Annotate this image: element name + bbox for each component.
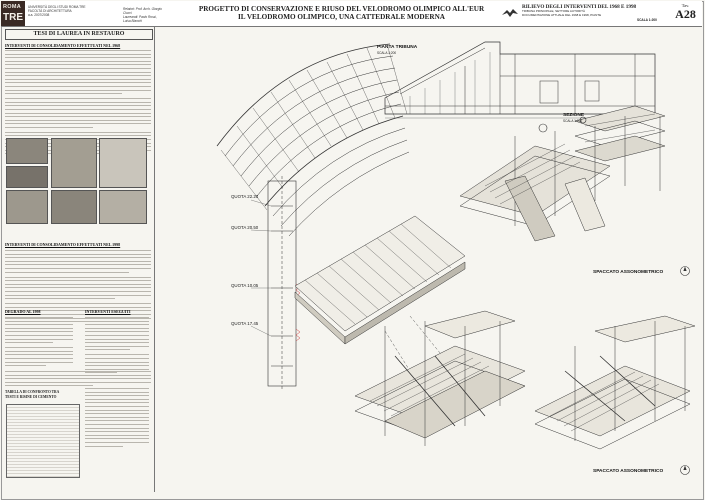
table-title-line: TABELLA DI CONFRONTO TRA	[5, 390, 60, 394]
label-spaccato-upper: SPACCATO ASSONOMETRICO	[593, 269, 663, 275]
north-arrow-icon	[579, 116, 587, 124]
advisor-line: Relatori: Prof. Arch. Giorgio Ciucci	[123, 7, 162, 15]
thesis-title: TESI DI LAUREA IN RESTAURO	[5, 29, 153, 40]
long-section-drawing	[384, 41, 656, 119]
text-block-interventi	[85, 317, 149, 376]
section-title-degrado: DEGRADO AL 1998	[5, 309, 41, 314]
axonometric-lower-left-drawing	[354, 310, 526, 446]
university-line: FACOLTÀ DI ARCHITETTURA	[28, 9, 72, 13]
photo-structure	[6, 190, 48, 224]
label-spaccato-lower: SPACCATO ASSONOMETRICO	[593, 468, 663, 474]
photo-interior	[51, 190, 97, 224]
university-logo: ROMA TRE	[1, 1, 26, 26]
text-block-1998	[5, 250, 151, 325]
section-title-interventi: INTERVENTI ESEGUITI	[85, 309, 131, 314]
table-title-line: TESTI E RISINE DI CEMENTO	[5, 394, 57, 399]
north-arrow-icon	[538, 123, 548, 133]
university-line: a.a. 2007/2008	[28, 13, 50, 17]
sheet-number-label: Tav.	[681, 3, 690, 8]
label-quota-17: QUOTA 17.45	[231, 321, 259, 326]
axonometric-upper-drawing	[459, 105, 666, 242]
label-quota-20: QUOTA 20.50	[231, 225, 259, 230]
text-block-legend	[85, 388, 149, 449]
photo-stairs	[6, 138, 48, 164]
drawing-area: PIANTA TRIBUNA SCALA 1:200 SEZIONE SCALA…	[155, 26, 701, 492]
university-line: UNIVERSITÀ DEGLI STUDI ROMA TRE	[28, 5, 86, 9]
project-title-cell: PROGETTO DI CONSERVAZIONE E RIUSO DEL VE…	[164, 1, 520, 26]
photo-column	[99, 138, 147, 188]
sheet-subject: RILIEVO DEGLI INTERVENTI DEL 1968 E 1998	[522, 4, 637, 10]
photo-beams	[51, 138, 97, 188]
axonometric-lower-right-drawing	[534, 315, 696, 450]
sheet-number-cell: Tav. A28	[669, 1, 702, 26]
vertical-section-drawing	[250, 176, 301, 391]
tribune-plan-drawing	[216, 43, 410, 237]
label-quota-22: QUOTA 22.20	[231, 194, 259, 199]
label-sezione-scale: SCALA 1:200	[563, 119, 582, 123]
title-block: ROMA TRE UNIVERSITÀ DEGLI STUDI ROMA TRE…	[1, 1, 702, 27]
label-pianta-tribuna: PIANTA TRIBUNA	[377, 44, 418, 50]
advisor-info: Relatori: Prof. Arch. Giorgio Ciucci Lau…	[121, 1, 165, 26]
sheet-subject-line: TRIBUNA PRINCIPALE, SETTORE AUTORITÀ	[522, 9, 586, 13]
drawings-svg: PIANTA TRIBUNA SCALA 1:200 SEZIONE SCALA…	[216, 41, 696, 475]
project-title: PROGETTO DI CONSERVAZIONE E RIUSO DEL VE…	[198, 5, 485, 13]
eagle-icon	[502, 9, 518, 17]
table-title: TABELLA DI CONFRONTO TRA TESTI E RISINE …	[5, 390, 59, 399]
comparison-table	[6, 404, 80, 478]
report-panel: TESI DI LAUREA IN RESTAURO INTERVENTI DI…	[1, 26, 155, 492]
text-block-degrado	[5, 317, 73, 369]
seating-ramp-drawing	[294, 215, 476, 412]
label-pianta-scale: SCALA 1:200	[377, 51, 396, 55]
text-block-note	[5, 371, 151, 389]
section-title-1998: INTERVENTI DI CONSOLIDAMENTO EFFETTUATI …	[5, 242, 121, 247]
photo-underside	[6, 166, 48, 188]
sheet-subject-line: DOCUMENTAZIONE ATTUALE DEL 1968 E 1998, …	[522, 12, 602, 17]
project-subtitle: IL VELODROMO OLIMPICO, UNA CATTEDRALE MO…	[238, 13, 445, 21]
logo-line2: TRE	[3, 12, 23, 23]
university-info: UNIVERSITÀ DEGLI STUDI ROMA TRE FACOLTÀ …	[25, 1, 122, 26]
sheet-number: A28	[675, 7, 696, 21]
sheet-subject-cell: RILIEVO DEGLI INTERVENTI DEL 1968 E 1998…	[519, 1, 670, 26]
logo-line1: ROMA	[3, 4, 22, 10]
photo-exterior	[99, 190, 147, 224]
section-title-1968: INTERVENTI DI CONSOLIDAMENTO EFFETTUATI …	[5, 43, 121, 48]
advisor-line: Laureandi: Paolo Rossi, Luisa Bianchi	[123, 15, 157, 23]
sheet-scale: SCALA 1:200	[637, 18, 657, 22]
label-quota-10: QUOTA 10.05	[231, 283, 259, 288]
label-sezione: SEZIONE	[563, 112, 585, 118]
